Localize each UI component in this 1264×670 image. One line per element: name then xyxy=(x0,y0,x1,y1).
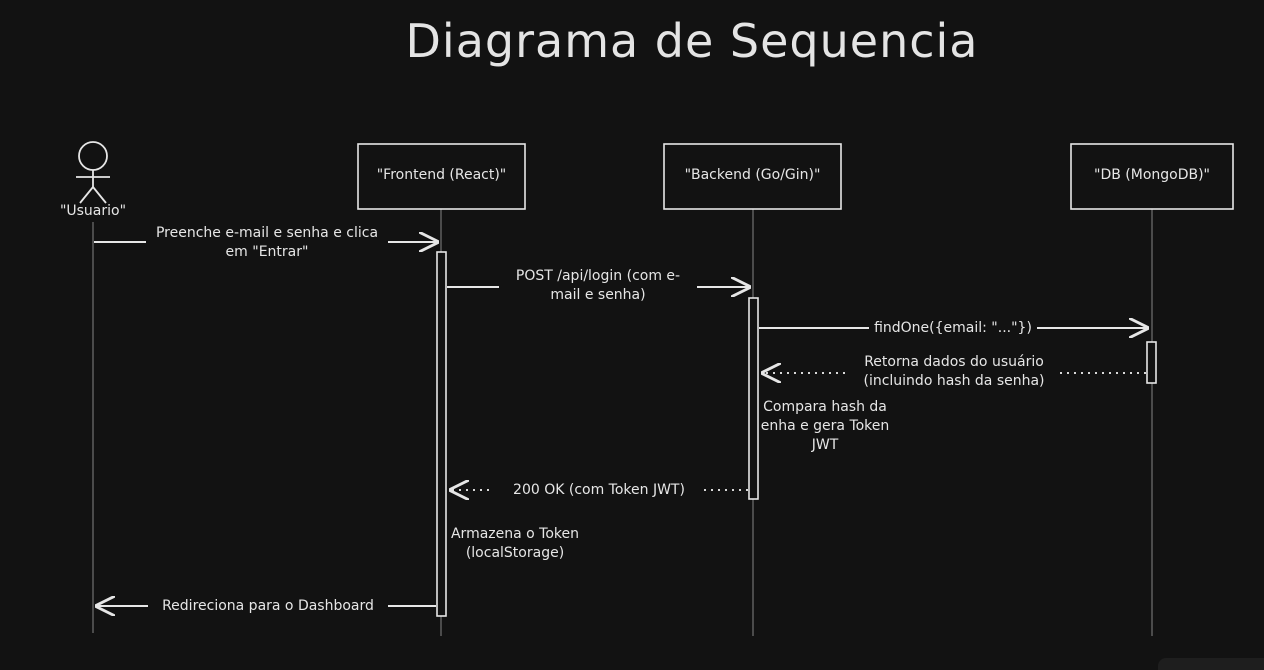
activation-frontend xyxy=(436,251,447,617)
participant-label-db: "DB (MongoDB)" xyxy=(1094,167,1210,183)
participant-box-db xyxy=(1070,143,1234,210)
message-label-6: Redireciona para o Dashboard xyxy=(148,597,388,616)
actor-usuario-label: "Usuario" xyxy=(59,203,127,219)
note-frontend-line-1: Armazena o Token xyxy=(450,526,580,542)
message-label-3: findOne({email: "..."}) xyxy=(869,319,1037,338)
note-frontend-line-2: (localStorage) xyxy=(465,545,565,561)
note-backend-line-2: enha e gera Token xyxy=(760,418,890,434)
message-label-6-line-1: Redireciona para o Dashboard xyxy=(162,598,374,614)
message-label-5: 200 OK (com Token JWT) xyxy=(494,481,704,500)
note-backend: Compara hash da enha e gera Token JWT xyxy=(758,398,892,455)
activation-backend xyxy=(748,297,759,500)
message-label-1-line-1: Preenche e-mail e senha e clica xyxy=(155,225,379,241)
diagram-title: Diagrama de Sequencia xyxy=(405,14,979,68)
participant-box-backend xyxy=(663,143,842,210)
note-backend-line-3: JWT xyxy=(811,437,839,453)
message-label-5-line-1: 200 OK (com Token JWT) xyxy=(513,482,685,498)
message-label-3-line-1: findOne({email: "..."}) xyxy=(874,320,1032,336)
note-backend-line-1: Compara hash da xyxy=(763,399,887,415)
participant-box-frontend xyxy=(357,143,526,210)
message-label-2-line-1: POST /api/login (com e- xyxy=(515,268,681,284)
activation-db xyxy=(1146,341,1157,384)
corner-tab xyxy=(1158,658,1264,670)
message-label-4-line-2: (incluindo hash da senha) xyxy=(863,373,1045,389)
message-label-4-line-1: Retorna dados do usuário xyxy=(864,354,1044,370)
actor-usuario-figure xyxy=(76,141,110,204)
message-label-2-line-2: mail e senha) xyxy=(550,287,646,303)
participant-label-frontend: "Frontend (React)" xyxy=(376,167,507,183)
message-label-1-line-2: em "Entrar" xyxy=(225,244,309,260)
message-label-4: Retorna dados do usuário (incluindo hash… xyxy=(849,353,1059,391)
note-frontend: Armazena o Token (localStorage) xyxy=(444,525,586,563)
participant-label-backend: "Backend (Go/Gin)" xyxy=(684,167,821,183)
message-label-1: Preenche e-mail e senha e clica em "Entr… xyxy=(146,224,388,262)
message-label-2: POST /api/login (com e- mail e senha) xyxy=(499,267,697,305)
